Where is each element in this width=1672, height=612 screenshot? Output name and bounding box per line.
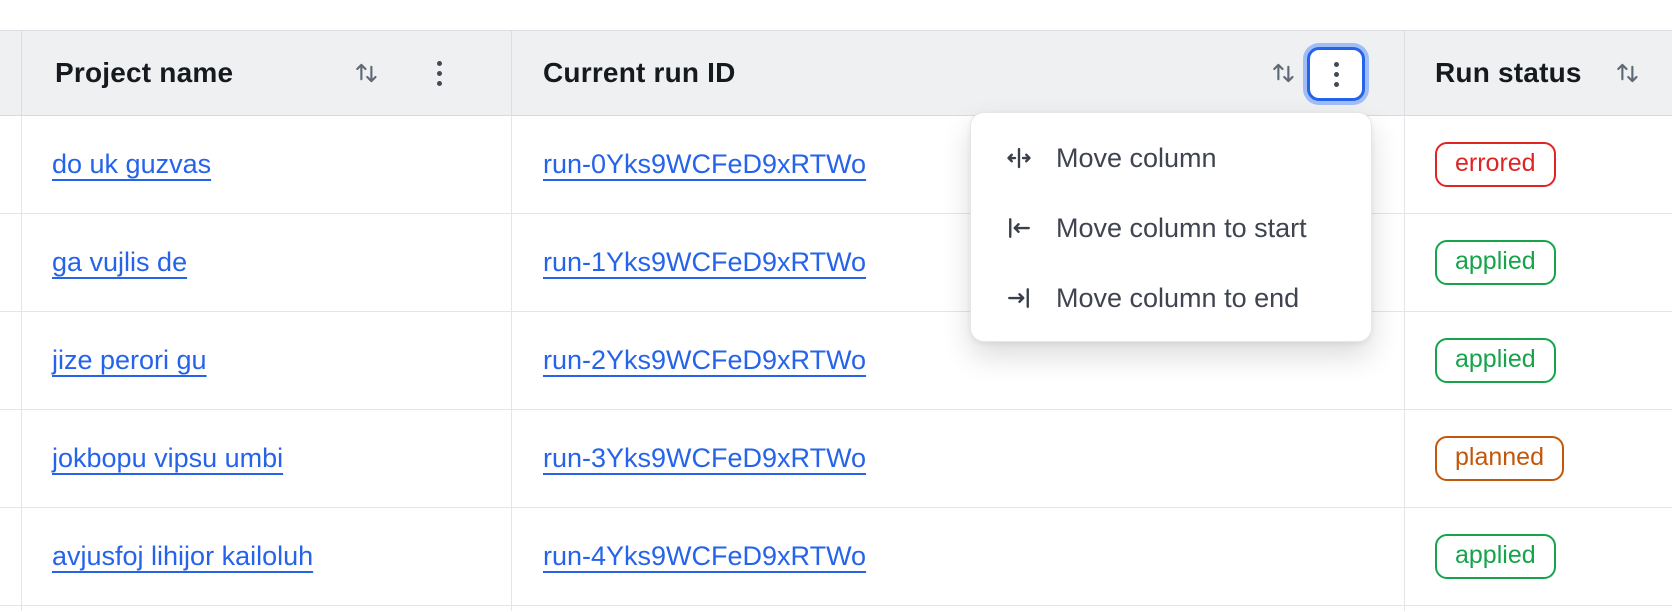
move-column-to-start-icon — [1009, 218, 1030, 238]
header-run-status: Run status — [1405, 31, 1672, 115]
status-badge: applied — [1435, 240, 1556, 285]
run-id-link[interactable]: run-3Yks9WCFeD9xRTWo — [543, 443, 867, 473]
column-label-project-name: Project name — [55, 57, 234, 88]
column-menu-button[interactable] — [419, 53, 459, 93]
table-row-partial — [0, 606, 1672, 611]
column-options-menu: Move column Move column to start Move co… — [970, 112, 1372, 342]
projects-table: Project name Current run ID Run status — [0, 30, 1672, 611]
table-row: avjusfoj lihijor kailoluh run-4Yks9WCFeD… — [0, 508, 1672, 606]
status-badge: planned — [1435, 436, 1564, 481]
project-link[interactable]: avjusfoj lihijor kailoluh — [52, 541, 314, 571]
move-column-to-end-icon — [1008, 288, 1029, 308]
menu-item-label: Move column — [1056, 142, 1217, 173]
row-gutter-cell — [0, 312, 22, 409]
run-id-link[interactable]: run-1Yks9WCFeD9xRTWo — [543, 247, 867, 277]
sort-arrows-icon[interactable] — [352, 58, 382, 88]
menu-item-move-column-to-start[interactable]: Move column to start — [971, 193, 1371, 263]
column-label-run-status: Run status — [1435, 57, 1582, 88]
run-id-link[interactable]: run-0Yks9WCFeD9xRTWo — [543, 149, 867, 179]
sort-arrows-icon[interactable] — [1269, 58, 1299, 88]
table-row: do uk guzvas run-0Yks9WCFeD9xRTWo errore… — [0, 116, 1672, 214]
table-row: jokbopu vipsu umbi run-3Yks9WCFeD9xRTWo … — [0, 410, 1672, 508]
kebab-icon — [1333, 61, 1339, 87]
status-badge: applied — [1435, 338, 1556, 383]
table-row: jize perori gu run-2Yks9WCFeD9xRTWo appl… — [0, 312, 1672, 410]
run-id-link[interactable]: run-4Yks9WCFeD9xRTWo — [543, 541, 867, 571]
status-badge: applied — [1435, 534, 1556, 579]
header-project-name: Project name — [22, 31, 512, 115]
move-column-icon — [1007, 147, 1031, 169]
header-gutter-cell — [0, 31, 22, 115]
project-link[interactable]: jize perori gu — [52, 345, 207, 375]
run-id-link[interactable]: run-2Yks9WCFeD9xRTWo — [543, 345, 867, 375]
row-gutter-cell — [0, 606, 22, 611]
column-menu-button-active[interactable] — [1307, 47, 1365, 101]
kebab-icon — [436, 60, 442, 86]
menu-item-label: Move column to end — [1056, 282, 1300, 313]
table-header-row: Project name Current run ID Run status — [0, 30, 1672, 116]
project-link[interactable]: ga vujlis de — [52, 247, 188, 277]
status-badge: errored — [1435, 142, 1556, 187]
row-gutter-cell — [0, 508, 22, 605]
menu-item-move-column[interactable]: Move column — [971, 123, 1371, 193]
row-gutter-cell — [0, 116, 22, 213]
menu-item-label: Move column to start — [1056, 212, 1307, 243]
column-label-current-run-id: Current run ID — [543, 57, 736, 88]
table-row: ga vujlis de run-1Yks9WCFeD9xRTWo applie… — [0, 214, 1672, 312]
header-current-run-id: Current run ID — [512, 31, 1405, 115]
project-link[interactable]: jokbopu vipsu umbi — [52, 443, 284, 473]
menu-item-move-column-to-end[interactable]: Move column to end — [971, 263, 1371, 333]
sort-arrows-icon[interactable] — [1613, 58, 1643, 88]
row-gutter-cell — [0, 214, 22, 311]
row-gutter-cell — [0, 410, 22, 507]
project-link[interactable]: do uk guzvas — [52, 149, 212, 179]
